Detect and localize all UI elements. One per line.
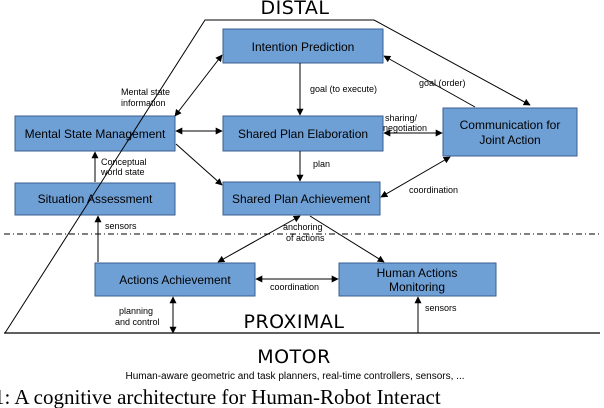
situation-assessment-label: Situation Assessment — [38, 192, 153, 206]
intention-prediction-label: Intention Prediction — [252, 40, 355, 54]
communication-label-line1: Communication for — [460, 118, 561, 132]
label-planning-1: planning — [119, 306, 153, 316]
actions-achievement-box — [94, 262, 256, 297]
arrow-mental-achievement — [175, 143, 223, 186]
label-mental-state-info-2: information — [121, 98, 166, 108]
label-mental-state-info-1: Mental state — [121, 87, 170, 97]
human-actions-label-line2: Monitoring — [389, 280, 445, 294]
arrow-intention-mental — [174, 54, 223, 117]
shared-plan-elaboration-box — [222, 115, 384, 152]
motor-header: MOTOR — [257, 346, 331, 368]
human-actions-monitoring-box — [338, 262, 497, 297]
shared-plan-achievement-label: Shared Plan Achievement — [232, 192, 371, 206]
communication-box — [442, 107, 578, 157]
label-goal-order: goal (order) — [419, 78, 466, 88]
label-sharing-1: sharing/ — [385, 113, 418, 123]
distal-header: DISTAL — [260, 0, 329, 19]
arrow-achievement-human — [309, 215, 385, 263]
communication-label-line2: Joint Action — [479, 133, 540, 147]
label-sharing-2: negotiation — [383, 123, 427, 133]
shared-plan-achievement-box — [222, 181, 381, 216]
label-coordination-bottom: coordination — [270, 282, 319, 292]
proximal-header: PROXIMAL — [244, 311, 345, 333]
arrow-communication-achievement — [380, 156, 451, 198]
label-coordination-top: coordination — [409, 185, 458, 195]
label-anchoring-2: of actions — [286, 233, 325, 243]
human-actions-label-line1: Human Actions — [377, 266, 458, 280]
arrow-communication-intention — [383, 55, 476, 108]
label-plan: plan — [313, 159, 330, 169]
label-conceptual-1: Conceptual — [101, 157, 147, 167]
actions-achievement-label: Actions Achievement — [119, 273, 231, 287]
figure-caption: 1: A cognitive architecture for Human-Ro… — [0, 385, 441, 408]
label-sensors-left: sensors — [105, 221, 137, 231]
label-sensors-right: sensors — [425, 303, 457, 313]
motor-description: Human-aware geometric and task planners,… — [125, 371, 464, 382]
situation-assessment-box — [14, 182, 176, 216]
mental-state-management-box — [14, 115, 176, 152]
arrow-achievement-actions — [217, 215, 301, 263]
label-planning-2: and control — [115, 317, 160, 327]
mental-state-management-label: Mental State Management — [25, 127, 166, 141]
label-goal-execute: goal (to execute) — [310, 84, 377, 94]
label-anchoring-1: anchoring — [283, 222, 323, 232]
shared-plan-elaboration-label: Shared Plan Elaboration — [238, 127, 368, 141]
outer-loop-line — [4, 19, 531, 334]
intention-prediction-box — [222, 28, 384, 64]
label-conceptual-2: world state — [100, 167, 145, 177]
